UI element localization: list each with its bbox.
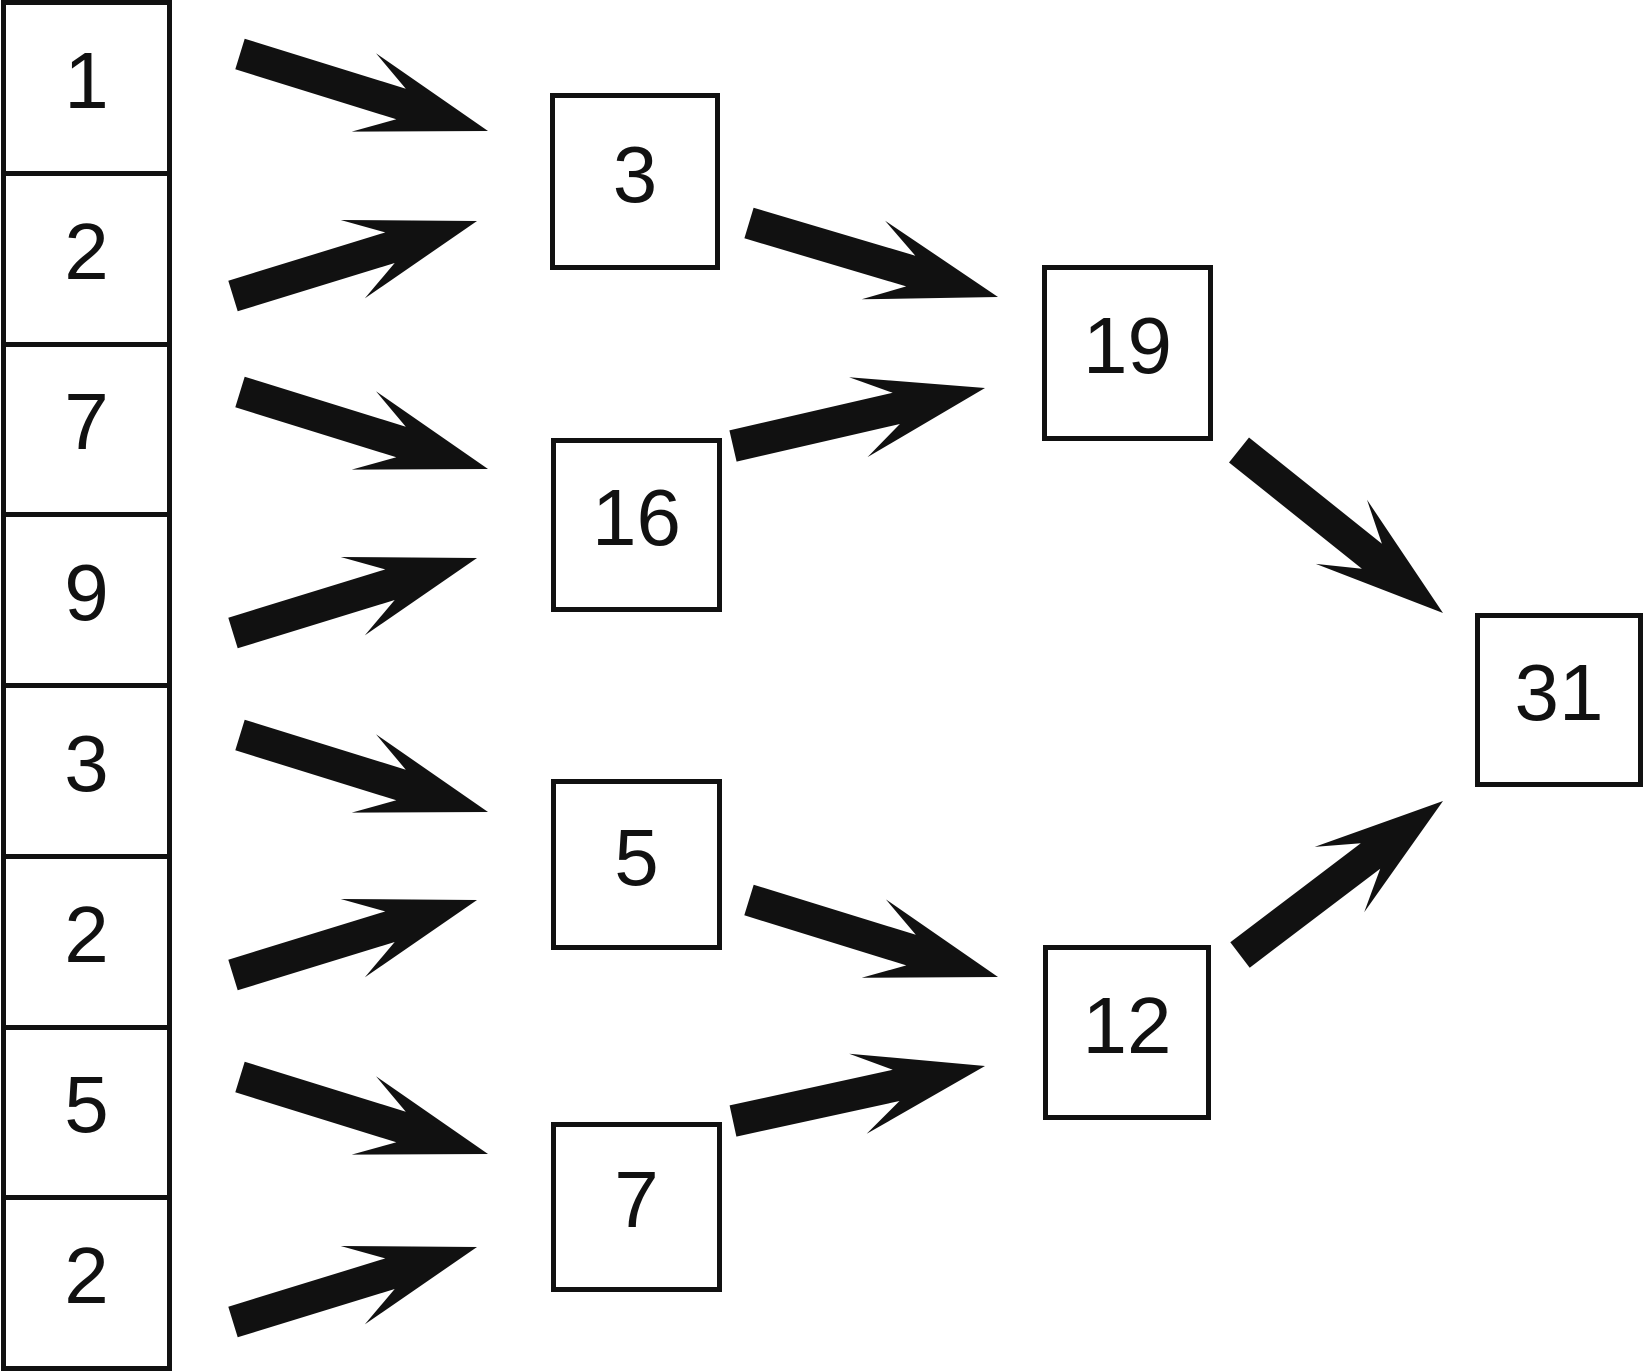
array-cell-value: 5 bbox=[64, 1060, 109, 1150]
array-cell-4: 9 bbox=[6, 517, 167, 688]
sum-5-box: 5 bbox=[551, 779, 722, 950]
arrow-cell-7-to-sum-7 bbox=[235, 1061, 488, 1155]
sum-7-value: 7 bbox=[614, 1155, 659, 1244]
arrow-cell-8-to-sum-7 bbox=[228, 1246, 477, 1338]
arrow-sum-3-to-sum-19 bbox=[744, 207, 998, 300]
array-cell-5: 3 bbox=[6, 688, 167, 859]
arrow-cell-3-to-sum-16 bbox=[235, 376, 488, 470]
arrow-sum-5-to-sum-12 bbox=[744, 884, 998, 978]
arrow-cell-2-to-sum-3 bbox=[228, 220, 477, 312]
sum-3-value: 3 bbox=[612, 129, 658, 219]
sum-16-box: 16 bbox=[551, 438, 722, 612]
array-cell-value: 2 bbox=[64, 206, 109, 296]
arrow-sum-16-to-sum-19 bbox=[729, 377, 985, 462]
arrow-sum-19-to-sum-31 bbox=[1229, 437, 1443, 613]
array-cell-6: 2 bbox=[6, 859, 167, 1030]
array-cell-1: 1 bbox=[6, 5, 167, 176]
sum-5-value: 5 bbox=[614, 812, 659, 902]
sum-16-value: 16 bbox=[592, 473, 681, 562]
array-cell-value: 2 bbox=[64, 889, 109, 979]
arrow-cell-4-to-sum-16 bbox=[228, 557, 477, 649]
arrow-cell-6-to-sum-5 bbox=[228, 899, 477, 991]
input-array: 1 2 7 9 3 2 5 2 bbox=[1, 0, 172, 1371]
arrow-sum-7-to-sum-12 bbox=[729, 1053, 985, 1137]
sum-19-box: 19 bbox=[1042, 265, 1213, 441]
array-cell-7: 5 bbox=[6, 1030, 167, 1201]
sum-7-box: 7 bbox=[551, 1122, 722, 1292]
sum-3-box: 3 bbox=[550, 93, 720, 270]
sum-31-value: 31 bbox=[1514, 648, 1604, 737]
array-cell-8: 2 bbox=[6, 1200, 167, 1366]
array-cell-value: 9 bbox=[64, 548, 109, 638]
array-cell-3: 7 bbox=[6, 347, 167, 518]
arrow-cell-5-to-sum-5 bbox=[235, 719, 488, 813]
arrow-sum-12-to-sum-31 bbox=[1230, 801, 1443, 968]
array-cell-2: 2 bbox=[6, 176, 167, 347]
sum-12-value: 12 bbox=[1082, 980, 1172, 1070]
arrow-cell-1-to-sum-3 bbox=[235, 38, 488, 132]
array-cell-value: 7 bbox=[64, 377, 109, 467]
sum-12-box: 12 bbox=[1043, 945, 1211, 1120]
array-cell-value: 3 bbox=[64, 718, 109, 808]
array-cell-value: 2 bbox=[64, 1231, 109, 1321]
array-cell-value: 1 bbox=[64, 35, 109, 125]
sum-19-value: 19 bbox=[1083, 301, 1172, 390]
sum-31-box: 31 bbox=[1475, 613, 1643, 787]
